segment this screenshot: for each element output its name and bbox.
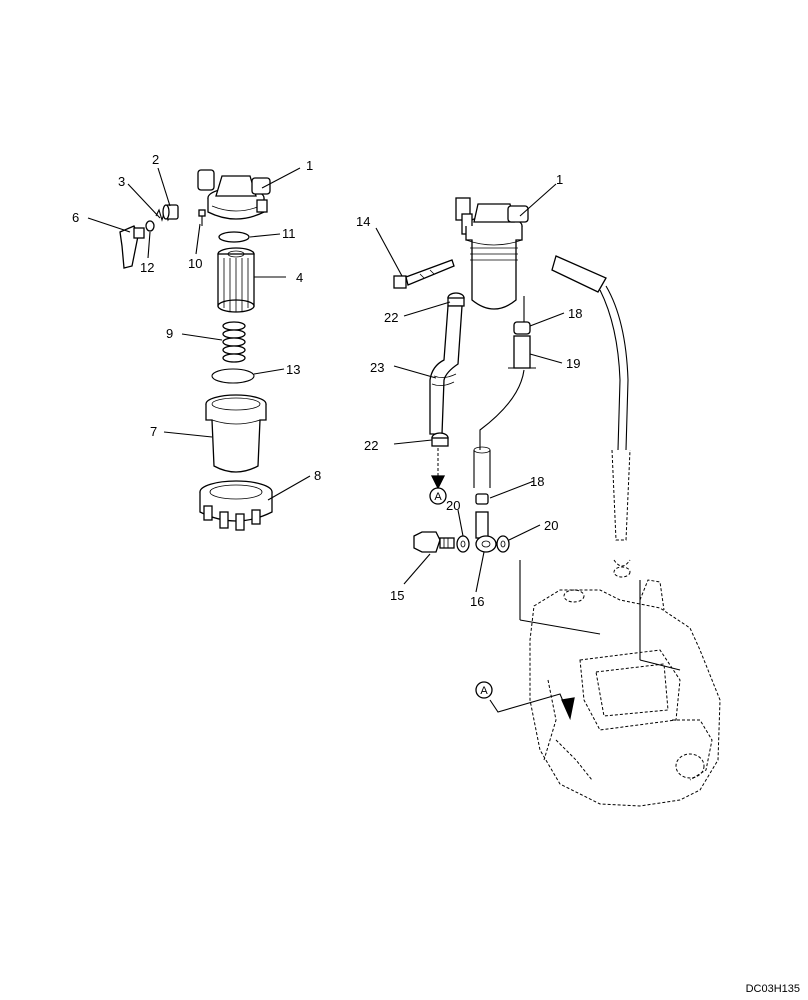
callout-6: 6 [72, 210, 79, 225]
banjo-bolt-15 [413, 531, 455, 553]
callout-11: 11 [282, 226, 296, 241]
o-ring-12 [145, 220, 155, 232]
callout-1-left: 1 [306, 158, 313, 173]
dashed-arrow-a-top [430, 448, 446, 490]
callout-19: 19 [566, 356, 580, 371]
callout-23: 23 [370, 360, 384, 375]
callout-14: 14 [356, 214, 370, 229]
leader-lines-right [375, 183, 565, 593]
o-ring-13 [211, 368, 255, 384]
washer-20-right [496, 535, 510, 553]
filter-bowl-7 [205, 394, 267, 473]
lever-6 [119, 225, 145, 269]
filter-bowl-right [465, 226, 523, 310]
callout-13: 13 [286, 362, 300, 377]
ref-a-bottom: A [480, 685, 488, 697]
washer-20-left [456, 535, 470, 553]
callout-9: 9 [166, 326, 173, 341]
callout-10: 10 [188, 256, 202, 271]
callout-18-top: 18 [568, 306, 582, 321]
filter-element-4 [217, 247, 255, 313]
feed-line-a-bottom [489, 693, 575, 721]
clamp-22-bottom [431, 432, 449, 447]
leader-lines-left [87, 167, 311, 501]
callout-8: 8 [314, 468, 321, 483]
injection-pump-engine [519, 560, 721, 807]
drawing-code: DC03H135 [746, 983, 800, 995]
retaining-ring-8 [199, 480, 273, 531]
callout-20-left: 20 [446, 498, 460, 513]
pipe-19 [508, 335, 536, 369]
clamp-22-top [447, 292, 465, 307]
cap-18-bottom [475, 493, 489, 505]
bolt-14 [393, 259, 455, 289]
ref-a-top: A [434, 491, 442, 503]
return-hose-to-tank [551, 255, 631, 578]
spring-9 [222, 321, 246, 363]
callout-16: 16 [470, 594, 484, 609]
callout-2: 2 [152, 152, 159, 167]
cap-18-top [513, 321, 531, 335]
bleed-screw-10 [198, 209, 206, 226]
return-line [473, 296, 525, 488]
fuel-hose-23 [429, 305, 463, 435]
callout-20-right: 20 [544, 518, 558, 533]
ref-circle-a-bottom: A [475, 681, 493, 699]
banjo-fitting-16 [475, 511, 497, 553]
callout-15: 15 [390, 588, 404, 603]
plug-2 [162, 204, 179, 220]
callout-1-right: 1 [556, 172, 563, 187]
o-ring-11 [218, 231, 250, 243]
callout-22-bottom: 22 [364, 438, 378, 453]
ref-circle-a-top: A [429, 487, 447, 505]
callout-labels: 1 2 3 4 6 7 8 9 10 11 12 13 1 14 15 16 1… [72, 152, 582, 609]
callout-22-top: 22 [384, 310, 398, 325]
callout-4: 4 [296, 270, 303, 285]
callout-12: 12 [140, 260, 154, 275]
callout-3: 3 [118, 174, 125, 189]
callout-7: 7 [150, 424, 157, 439]
callout-18-bottom: 18 [530, 474, 544, 489]
filter-head-left [197, 169, 271, 220]
